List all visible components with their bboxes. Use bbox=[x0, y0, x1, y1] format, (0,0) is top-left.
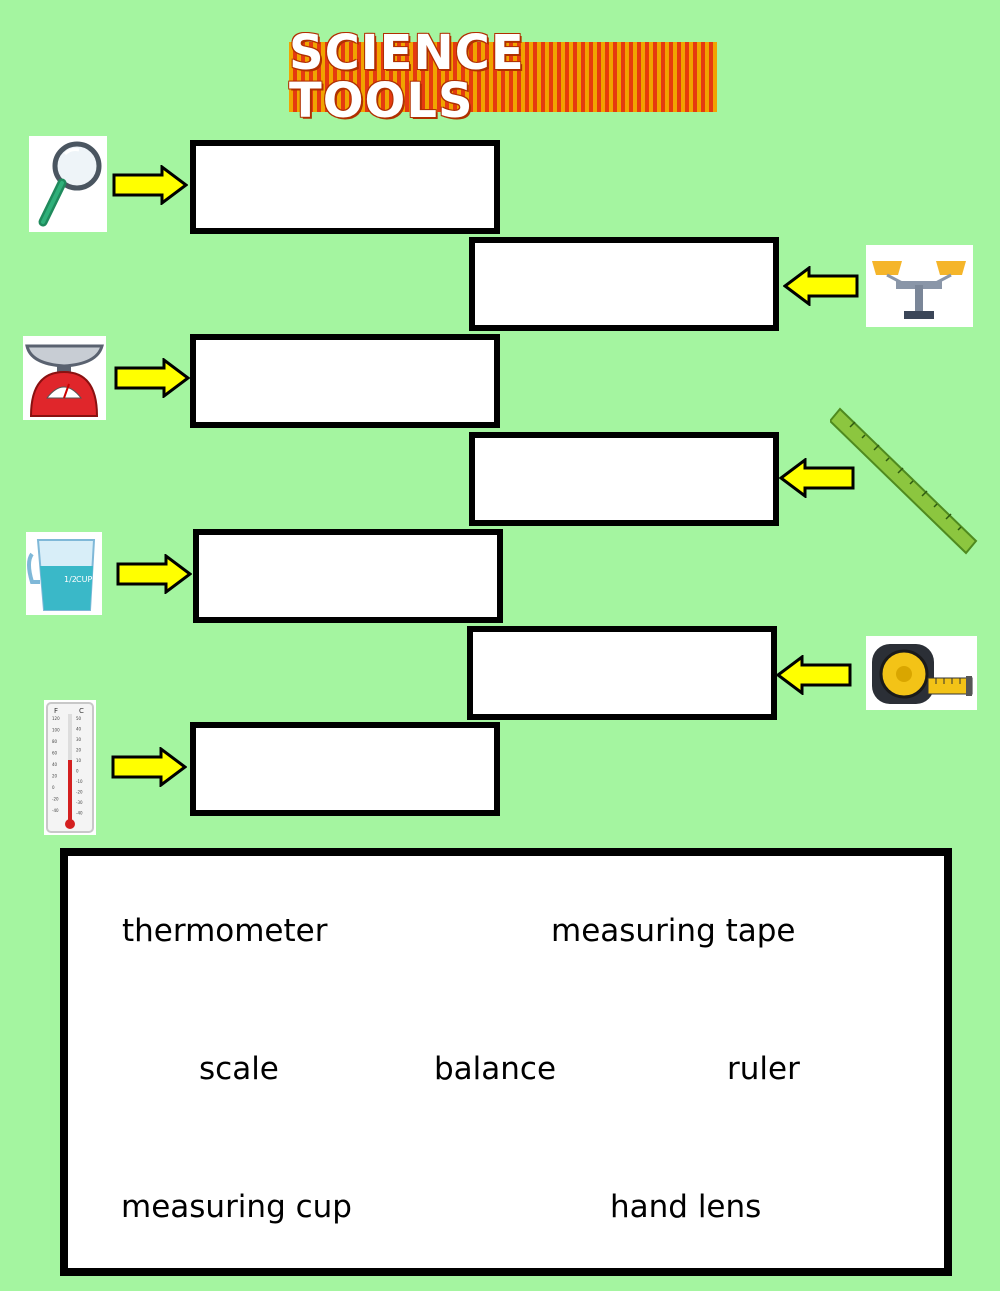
answer-box-2[interactable] bbox=[469, 237, 779, 331]
arrow-right-icon bbox=[116, 554, 192, 594]
thermometer-f-tick: 100 bbox=[52, 728, 60, 733]
answer-box-3[interactable] bbox=[190, 334, 500, 428]
thermometer-c-tick: 20 bbox=[76, 748, 82, 753]
answer-box-1[interactable] bbox=[190, 140, 500, 234]
word-thermometer[interactable]: thermometer bbox=[122, 913, 328, 949]
thermometer-c-tick: 0 bbox=[76, 769, 79, 774]
page-title: SCIENCE TOOLS bbox=[289, 25, 525, 129]
arrow-left-icon bbox=[779, 458, 855, 498]
thermometer-f-label: F bbox=[54, 707, 58, 715]
arrow-left-icon bbox=[776, 655, 852, 695]
thermometer-f-tick: 120 bbox=[52, 716, 60, 721]
measuring-tape-icon bbox=[866, 636, 977, 710]
measuring-cup-icon: CUP 1/2 bbox=[26, 532, 102, 615]
word-bank: thermometer measuring tape scale balance… bbox=[60, 848, 952, 1276]
thermometer-c-tick: 50 bbox=[76, 716, 82, 721]
answer-box-6[interactable] bbox=[467, 626, 777, 720]
title-banner: SCIENCE TOOLS bbox=[289, 29, 717, 125]
thermometer-f-tick: 0 bbox=[52, 785, 55, 790]
answer-box-4[interactable] bbox=[469, 432, 779, 526]
answer-box-7[interactable] bbox=[190, 722, 500, 816]
word-hand-lens[interactable]: hand lens bbox=[610, 1189, 762, 1225]
thermometer-f-tick: 60 bbox=[52, 751, 58, 756]
word-balance[interactable]: balance bbox=[434, 1051, 557, 1087]
word-ruler[interactable]: ruler bbox=[727, 1051, 800, 1087]
thermometer-f-tick: -20 bbox=[52, 797, 59, 802]
thermometer-c-tick: 40 bbox=[76, 727, 82, 732]
thermometer-f-tick: 40 bbox=[52, 762, 58, 767]
magnifying-glass-icon bbox=[29, 136, 107, 232]
cup-fraction: 1/2 bbox=[64, 575, 77, 584]
thermometer-c-tick: 10 bbox=[76, 758, 82, 763]
arrow-left-icon bbox=[783, 266, 859, 306]
word-measuring-cup[interactable]: measuring cup bbox=[121, 1189, 352, 1225]
thermometer-c-tick: -30 bbox=[76, 800, 83, 805]
ruler-icon bbox=[830, 405, 980, 557]
thermometer-f-tick: 80 bbox=[52, 739, 58, 744]
thermometer-c-tick: -40 bbox=[76, 811, 83, 816]
arrow-right-icon bbox=[111, 747, 187, 787]
arrow-right-icon bbox=[114, 358, 190, 398]
word-scale[interactable]: scale bbox=[199, 1051, 279, 1087]
thermometer-c-tick: -10 bbox=[76, 779, 83, 784]
thermometer-c-tick: 30 bbox=[76, 737, 82, 742]
thermometer-f-tick: 20 bbox=[52, 774, 58, 779]
thermometer-c-label: C bbox=[79, 707, 84, 715]
kitchen-scale-icon bbox=[23, 336, 106, 420]
thermometer-c-tick: -20 bbox=[76, 790, 83, 795]
answer-box-5[interactable] bbox=[193, 529, 503, 623]
cup-label: CUP bbox=[76, 575, 92, 584]
thermometer-f-tick: -40 bbox=[52, 808, 59, 813]
arrow-right-icon bbox=[112, 165, 188, 205]
balance-icon bbox=[866, 245, 973, 327]
word-measuring-tape[interactable]: measuring tape bbox=[551, 913, 796, 949]
